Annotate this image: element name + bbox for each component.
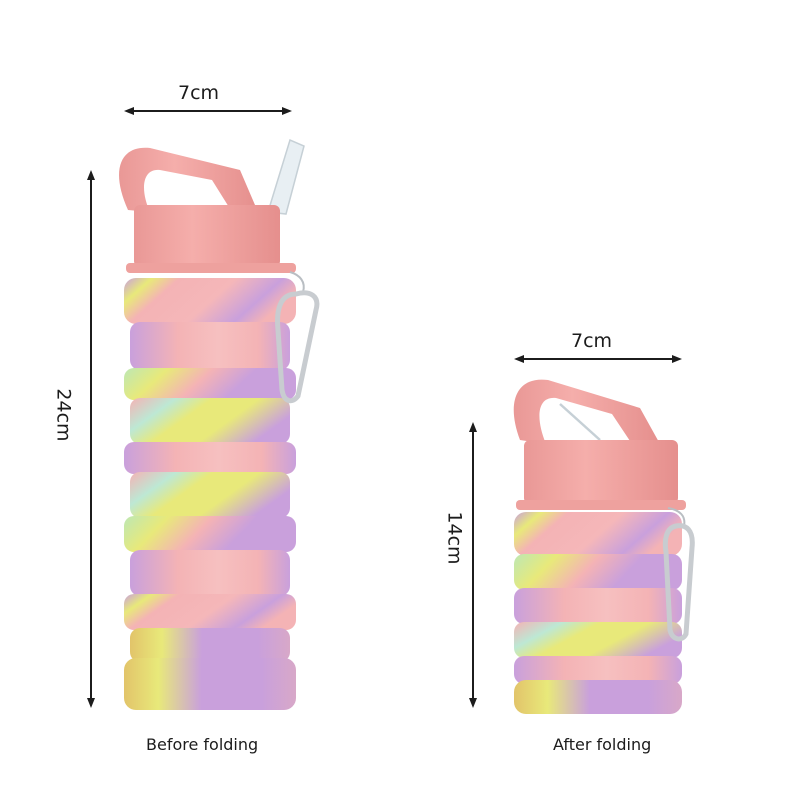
after-width-label: 7cm — [571, 330, 613, 352]
before-folding-caption: Before folding — [146, 735, 259, 754]
before-width-label: 7cm — [178, 82, 220, 104]
after-folding-caption: After folding — [553, 735, 652, 754]
